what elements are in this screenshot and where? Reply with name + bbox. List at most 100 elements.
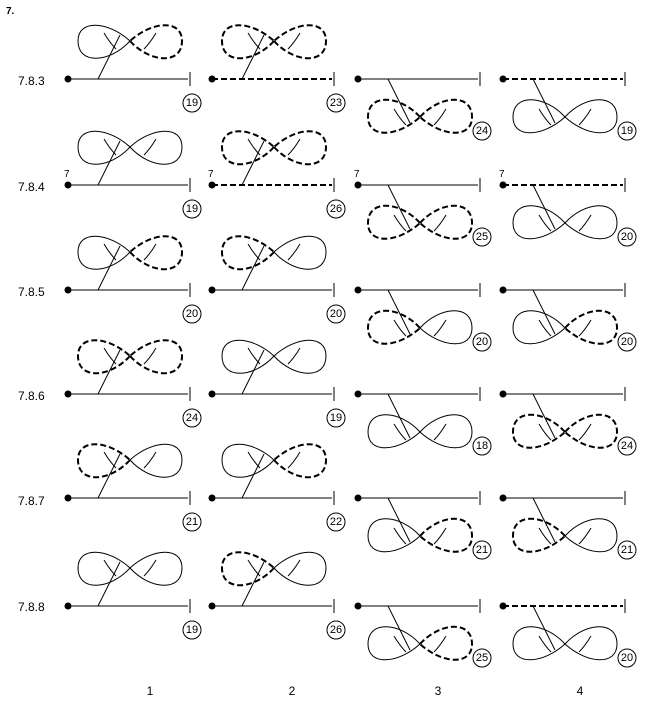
crossing-arc — [247, 559, 261, 577]
count-badge-value: 20 — [186, 308, 198, 320]
start-dot — [64, 286, 72, 294]
left-loop — [77, 551, 131, 586]
row-label: 7.8.8 — [18, 600, 45, 614]
right-loop — [273, 130, 328, 166]
right-loop — [129, 443, 183, 478]
right-loop — [129, 24, 184, 60]
crossing-arc — [538, 319, 552, 337]
figure-number: 7. — [6, 6, 15, 17]
tail-strand — [97, 349, 121, 395]
count-badge-value: 18 — [476, 440, 488, 452]
left-loop — [367, 518, 421, 553]
start-dot — [64, 181, 72, 189]
start-dot — [499, 286, 507, 294]
count-badge — [182, 408, 202, 428]
crossing-arc — [143, 347, 157, 365]
count-badge-value: 26 — [330, 203, 342, 215]
start-dot — [64, 75, 72, 83]
start-dot — [354, 390, 362, 398]
knot-diagram: 24 — [499, 387, 637, 456]
left-loop — [76, 339, 131, 375]
tail-strand — [97, 34, 121, 80]
count-badge-value: 22 — [330, 516, 342, 528]
knot-diagram: 7 26 — [208, 130, 346, 219]
right-loop — [419, 414, 473, 449]
column-label: 1 — [146, 684, 154, 698]
crossing-arc — [103, 559, 117, 577]
right-loop — [129, 130, 183, 165]
right-loop — [273, 24, 328, 60]
crossing-arc — [578, 635, 592, 653]
tail-strand — [241, 245, 265, 291]
left-loop — [511, 517, 566, 553]
count-badge-value: 19 — [330, 412, 342, 424]
start-dot — [354, 602, 362, 610]
count-badge-value: 19 — [621, 125, 633, 137]
count-badge-value: 26 — [330, 624, 342, 636]
crossing-arc — [247, 138, 261, 156]
tail-strand — [532, 605, 556, 651]
count-badge — [182, 512, 202, 532]
knot-diagram: 18 — [354, 387, 492, 456]
left-loop — [511, 413, 566, 449]
count-badge-value: 20 — [621, 231, 633, 243]
start-mark: 7 — [499, 169, 505, 180]
right-loop — [273, 339, 327, 374]
crossing-arc — [393, 423, 407, 441]
right-loop — [273, 551, 327, 586]
start-dot — [64, 494, 72, 502]
crossing-arc — [247, 347, 261, 365]
knot-diagram: 20 — [499, 283, 637, 352]
start-mark: 7 — [354, 169, 360, 180]
start-dot — [64, 390, 72, 398]
count-badge-value: 24 — [476, 125, 488, 137]
right-loop — [564, 205, 618, 240]
tail-strand — [97, 245, 121, 291]
start-dot — [208, 286, 216, 294]
start-dot — [208, 75, 216, 83]
row-label: 7.8.7 — [18, 494, 45, 508]
count-badge — [326, 304, 346, 324]
right-loop — [564, 626, 618, 661]
crossing-arc — [247, 32, 261, 50]
crossing-arc — [433, 319, 447, 337]
crossing-arc — [433, 214, 447, 232]
right-loop — [129, 339, 184, 375]
crossing-arc — [393, 214, 407, 232]
count-badge — [472, 332, 492, 352]
tail-strand — [97, 453, 121, 499]
count-badge — [326, 93, 346, 113]
start-dot — [208, 390, 216, 398]
crossing-arc — [433, 527, 447, 545]
knot-diagram: 719 — [64, 130, 202, 219]
count-badge — [617, 436, 637, 456]
knot-diagram: 7 20 — [499, 169, 637, 247]
tail-strand — [532, 289, 556, 335]
tail-strand — [532, 393, 556, 439]
crossing-arc — [393, 527, 407, 545]
left-loop — [220, 235, 275, 271]
crossing-arc — [433, 423, 447, 441]
start-dot — [499, 181, 507, 189]
count-badge — [472, 648, 492, 668]
left-loop — [77, 235, 131, 270]
start-dot — [499, 75, 507, 83]
count-badge-value: 25 — [476, 231, 488, 243]
count-badge-value: 20 — [476, 336, 488, 348]
tail-strand — [241, 561, 265, 607]
knot-diagram: 20 — [64, 235, 202, 324]
count-badge-value: 21 — [476, 544, 488, 556]
start-dot — [64, 602, 72, 610]
count-badge-value: 19 — [186, 97, 198, 109]
crossing-arc — [247, 243, 261, 261]
start-dot — [354, 75, 362, 83]
tail-strand — [97, 140, 121, 186]
count-badge-value: 24 — [621, 440, 633, 452]
count-badge-value: 25 — [476, 652, 488, 664]
start-mark: 7 — [208, 169, 214, 180]
crossing-arc — [287, 451, 301, 469]
knot-diagram: 19 — [499, 72, 637, 141]
crossing-arc — [143, 243, 157, 261]
crossing-arc — [143, 32, 157, 50]
knot-diagram: 19 — [64, 551, 202, 640]
